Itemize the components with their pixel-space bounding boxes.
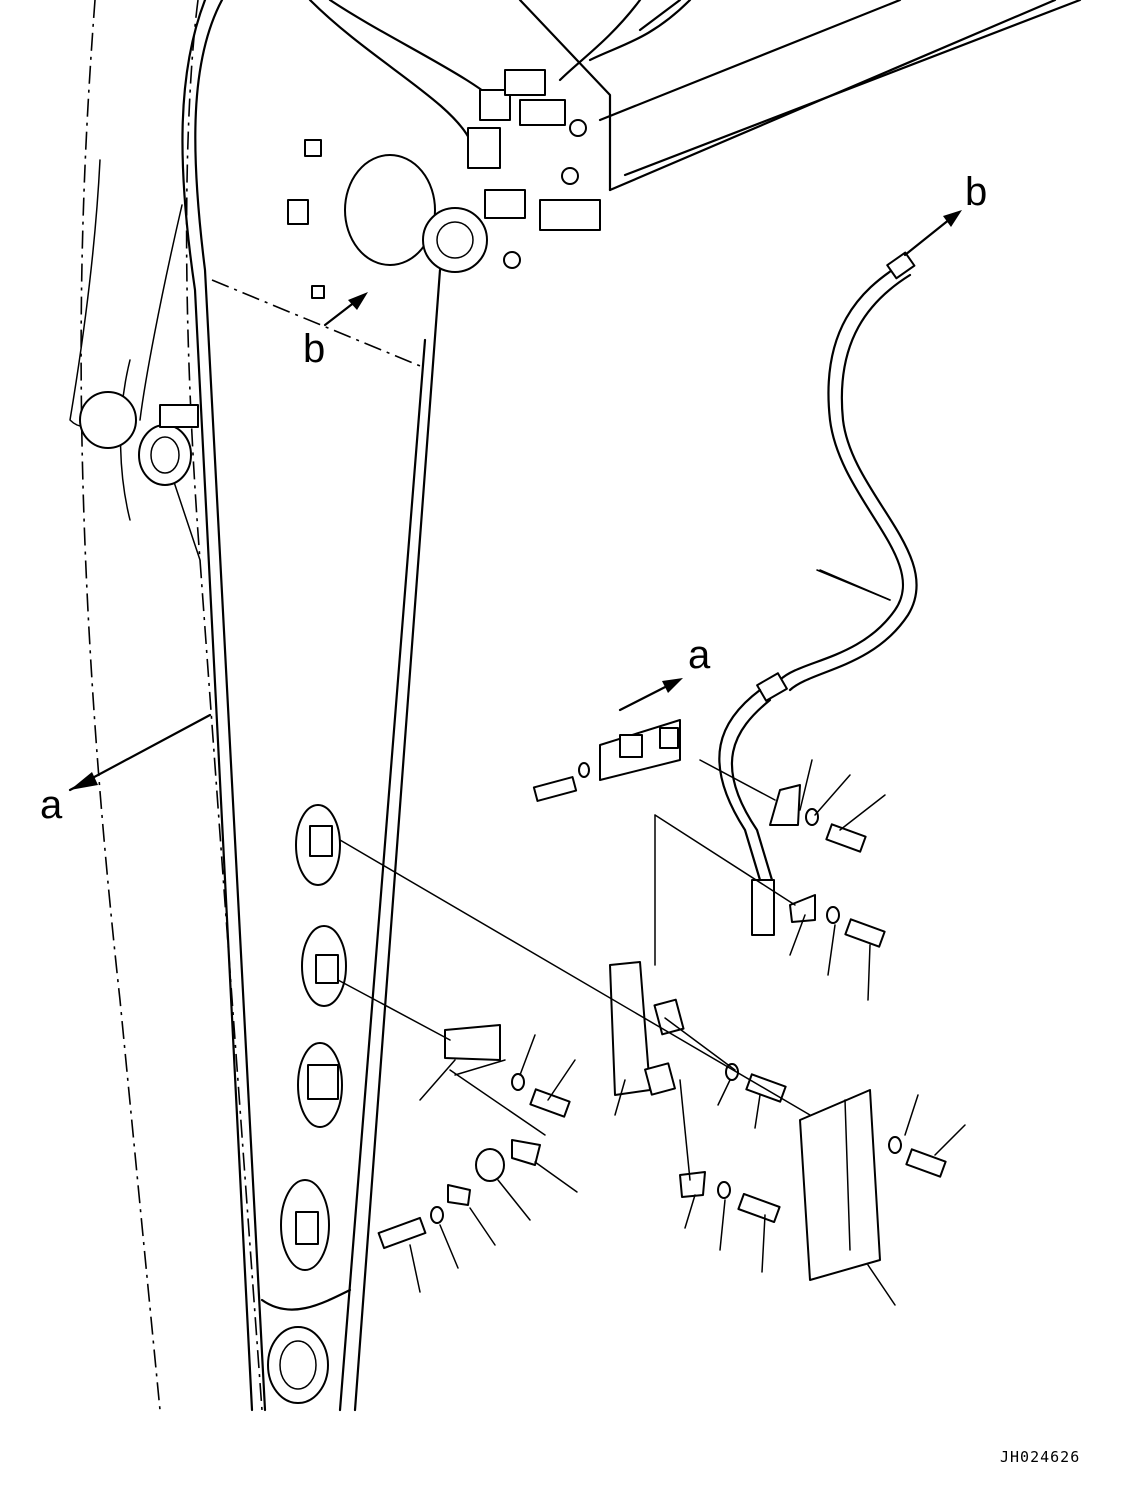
guard-plate — [799, 1089, 881, 1281]
leader-lines — [409, 569, 966, 1306]
arrow-b-right — [903, 213, 957, 257]
label-b-right: b — [965, 170, 987, 214]
vertical-bracket — [609, 961, 651, 1096]
boom-bosses — [267, 804, 347, 1404]
bolt-f — [905, 1148, 947, 1178]
clamp-spacer — [475, 1148, 505, 1182]
bolt-d — [529, 1088, 571, 1118]
pivot-assembly — [287, 69, 601, 299]
hinge-boss — [138, 424, 192, 486]
hinge-clamp — [159, 404, 199, 428]
clamp-half-2 — [447, 1184, 471, 1206]
hose-fitting-bottom — [751, 879, 775, 936]
bolt-b — [825, 823, 867, 853]
hose-fitting-mid — [756, 672, 788, 702]
bolt-e — [377, 1216, 427, 1250]
hose-fitting-top — [886, 251, 916, 280]
label-b-top: b — [303, 327, 325, 371]
label-a-left: a — [40, 783, 63, 827]
label-a-right: a — [688, 633, 711, 677]
drawing-code: JH024626 — [1000, 1448, 1080, 1466]
bolt-g — [737, 1192, 781, 1224]
hose-assembly — [718, 251, 918, 936]
hose-clip-2 — [789, 894, 816, 923]
boss-5 — [267, 1326, 329, 1404]
exploded-parts — [377, 689, 947, 1281]
clamp-half-1 — [511, 1139, 541, 1166]
hose-clip-1 — [769, 784, 801, 826]
cylinder-end — [422, 207, 488, 273]
left-hinge-linkage — [69, 159, 201, 561]
hinge-pin — [79, 391, 137, 449]
boom-bracket — [444, 1024, 501, 1061]
flange-block — [467, 127, 501, 169]
hose-clip-3 — [679, 1171, 706, 1198]
reference-arrows — [68, 210, 962, 792]
bolt-c — [844, 918, 886, 948]
bolt-a — [532, 776, 578, 802]
boom-structure — [80, 0, 1082, 1412]
assembly-lines — [337, 759, 811, 1181]
pivot-boss — [344, 154, 436, 266]
